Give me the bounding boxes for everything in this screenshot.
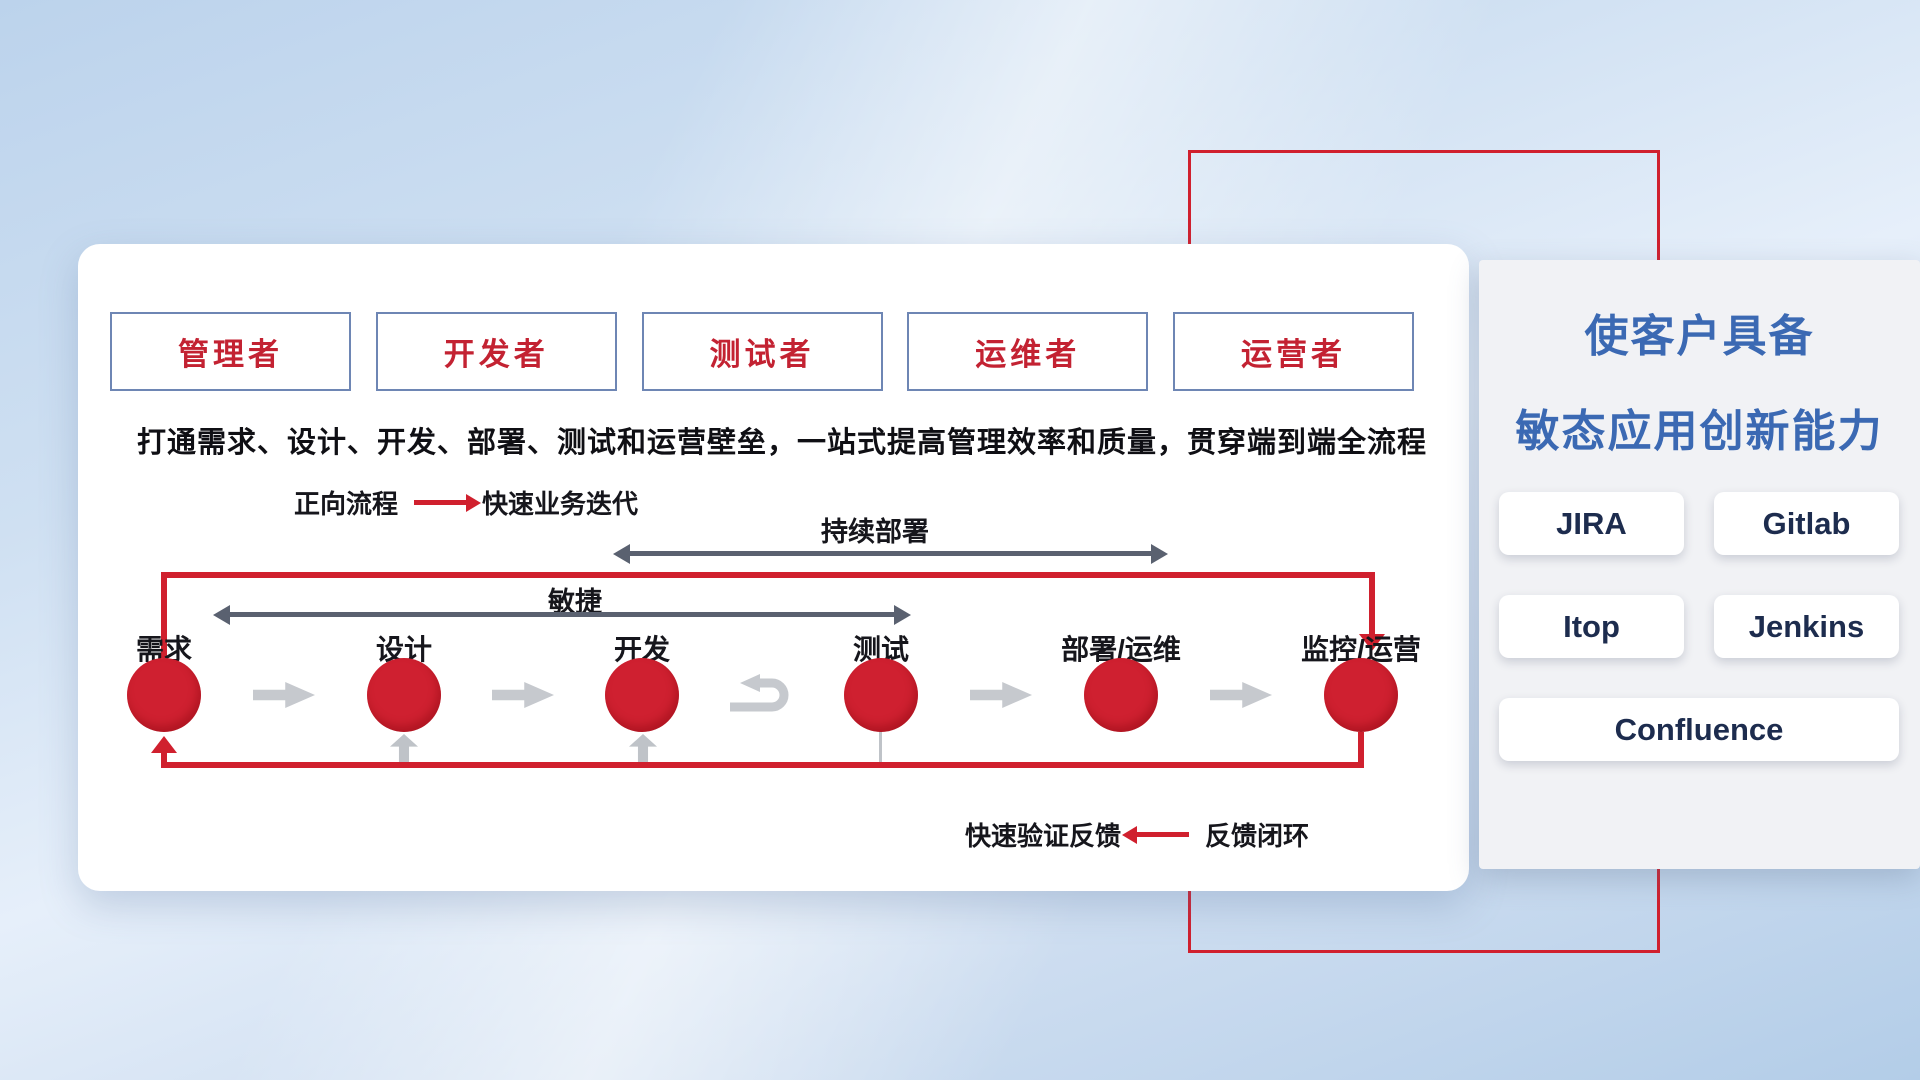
- stage-node-develop: [605, 658, 679, 732]
- tool-badge-jenkins: Jenkins: [1714, 595, 1899, 658]
- forward-loop-arrow-down-icon: [1359, 634, 1385, 651]
- forward-arrow-icon: [414, 500, 467, 505]
- agile-span-arrow-icon: [230, 612, 894, 617]
- flow-arrow-icon: [492, 682, 554, 708]
- tool-badge-gitlab: Gitlab: [1714, 492, 1899, 555]
- stage-node-design: [367, 658, 441, 732]
- continuous-deployment-label: 持续部署: [821, 517, 929, 547]
- feedback-loop-left-line: [161, 753, 167, 768]
- forward-loop-left-line: [161, 572, 167, 658]
- stage-node-test: [844, 658, 918, 732]
- flow-arrow-icon: [970, 682, 1032, 708]
- tools-grid: JIRA Gitlab Itop Jenkins Confluence: [1499, 492, 1899, 761]
- role-box-manager: 管理者: [110, 312, 351, 391]
- legend-feedback: 快速验证反馈 反馈闭环: [965, 816, 1309, 853]
- forward-loop-right-line: [1369, 572, 1375, 634]
- role-box-ops: 运维者: [907, 312, 1149, 391]
- role-box-operator: 运营者: [1173, 312, 1414, 391]
- role-box-developer: 开发者: [375, 312, 617, 391]
- feedback-loop-arrow-up-icon: [151, 736, 177, 753]
- stage-node-monitor-operate: [1324, 658, 1398, 732]
- continuous-deployment-span-arrow-icon: [630, 551, 1151, 556]
- legend-forward-label: 正向流程: [294, 489, 399, 519]
- legend-forward: 正向流程 快速业务迭代: [294, 484, 638, 521]
- feedback-up-arrow-develop-icon: [629, 734, 657, 762]
- stage-node-deploy-ops: [1084, 658, 1158, 732]
- stage-node-demand: [127, 658, 201, 732]
- feedback-loop-right-line: [1358, 732, 1364, 768]
- tool-badge-jira: JIRA: [1499, 492, 1684, 555]
- iteration-loop-icon: [724, 671, 800, 724]
- legend-feedback-caption: 反馈闭环: [1205, 821, 1310, 851]
- side-panel: 使客户具备 敏态应用创新能力 JIRA Gitlab Itop Jenkins …: [1479, 260, 1920, 869]
- roles-row: 管理者 开发者 测试者 运维者 运营者: [110, 312, 1414, 391]
- flow-arrow-icon: [253, 682, 315, 708]
- legend-forward-caption: 快速业务迭代: [482, 489, 639, 519]
- panel-title-line1: 使客户具备: [1584, 312, 1815, 361]
- panel-title-line2: 敏态应用创新能力: [1515, 407, 1884, 456]
- feedback-up-arrow-design-icon: [390, 734, 418, 762]
- role-box-tester: 测试者: [641, 312, 883, 391]
- legend-feedback-label: 快速验证反馈: [965, 821, 1122, 851]
- forward-loop-top-line: [161, 572, 1375, 578]
- feedback-arrow-icon: [1137, 832, 1190, 837]
- tool-badge-itop: Itop: [1499, 595, 1684, 658]
- flow-arrow-icon: [1210, 682, 1272, 708]
- main-card: 管理者 开发者 测试者 运维者 运营者 打通需求、设计、开发、部署、测试和运营壁…: [78, 244, 1469, 891]
- tool-badge-confluence: Confluence: [1499, 698, 1899, 761]
- process-description: 打通需求、设计、开发、部署、测试和运营壁垒，一站式提高管理效率和质量，贯穿端到端…: [137, 427, 1428, 459]
- feedback-loop-bottom-line: [161, 762, 1364, 768]
- feedback-connector-test: [879, 730, 882, 762]
